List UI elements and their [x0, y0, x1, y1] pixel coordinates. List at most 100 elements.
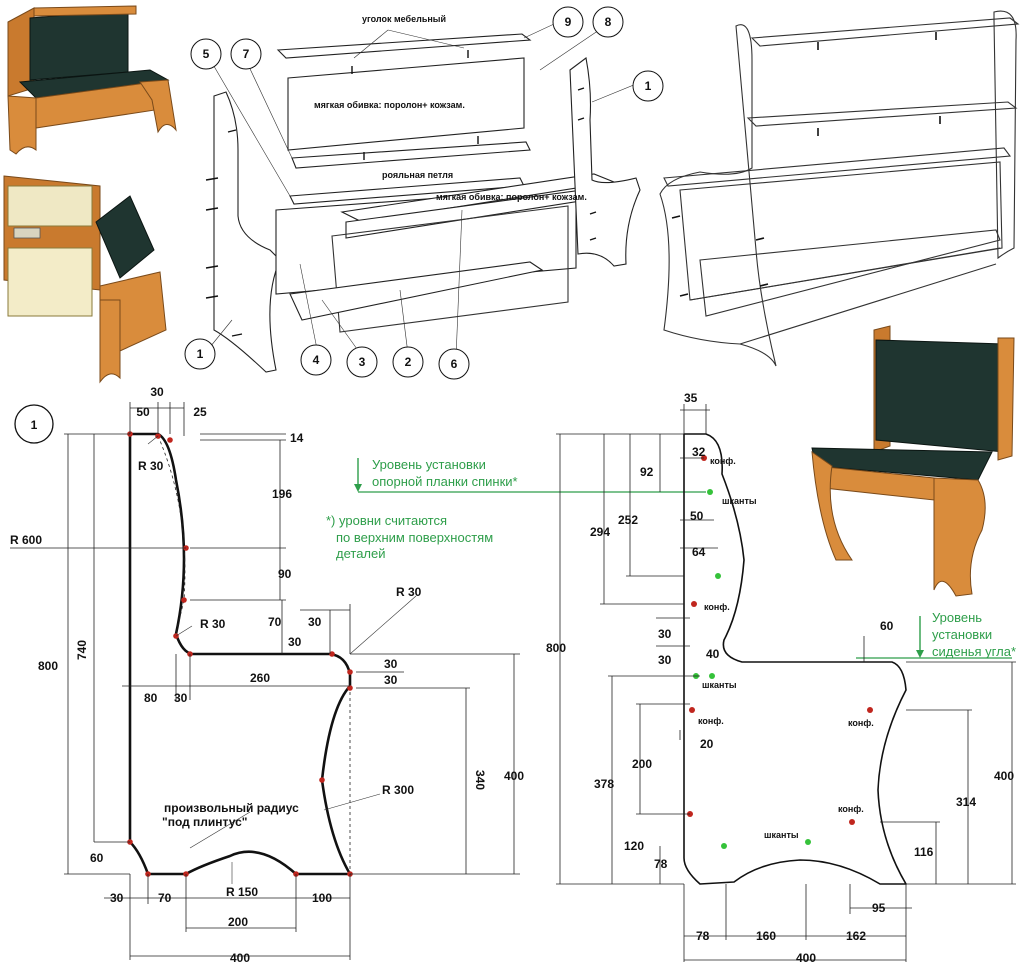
exploded-view: 9 8 1 5 7 1 4 3 — [184, 6, 664, 380]
part2-label-shkanty-2: шканты — [702, 680, 737, 690]
part2-dim-162: 162 — [846, 929, 866, 943]
part2-dim-314: 314 — [956, 795, 976, 809]
note-seat-level-1: Уровень — [932, 610, 982, 625]
part1-dim-30-b: 30 — [288, 635, 302, 649]
part2-side-drawing: 35 32 92 294 252 50 64 800 30 30 40 20 3… — [546, 391, 1016, 964]
part1-side-drawing: 1 — [10, 385, 524, 964]
part2-dim-378: 378 — [594, 777, 614, 791]
svg-text:4: 4 — [313, 353, 320, 367]
part2-dim-800: 800 — [546, 641, 566, 655]
note-levels-3: деталей — [336, 546, 386, 561]
part1-r300: R 300 — [382, 783, 414, 797]
note-back-level-2: опорной планки спинки* — [372, 474, 518, 489]
part1-r30-b: R 30 — [200, 617, 226, 631]
svg-text:7: 7 — [243, 47, 250, 61]
part1-number-badge: 1 — [14, 404, 54, 444]
part2-dim-252: 252 — [618, 513, 638, 527]
part2-dim-30-b: 30 — [658, 653, 672, 667]
svg-text:1: 1 — [31, 418, 38, 432]
svg-text:5: 5 — [203, 47, 210, 61]
callout-1-bottom: 1 — [184, 338, 216, 370]
part1-r30-c: R 30 — [396, 585, 422, 599]
notes-block: Уровень установки опорной планки спинки*… — [326, 457, 1016, 659]
part1-dim-30-c: 30 — [384, 657, 398, 671]
part2-dim-50: 50 — [690, 509, 704, 523]
part2-dim-200: 200 — [632, 757, 652, 771]
part2-label-konf-3: конф. — [698, 716, 724, 726]
note-levels-1: *) уровни считаются — [326, 513, 447, 528]
part2-label-konf-2: конф. — [704, 602, 730, 612]
part1-dim-196: 196 — [272, 487, 292, 501]
part2-dim-35: 35 — [684, 391, 698, 405]
part1-dim-60: 60 — [90, 851, 104, 865]
part2-label-konf-1: конф. — [710, 456, 736, 466]
part1-dim-800: 800 — [38, 659, 58, 673]
bench-photo-open — [3, 175, 167, 384]
svg-text:2: 2 — [405, 355, 412, 369]
part1-dim-200: 200 — [228, 915, 248, 929]
part2-dim-40: 40 — [706, 647, 720, 661]
part1-dim-100: 100 — [312, 891, 332, 905]
callout-8: 8 — [592, 6, 624, 38]
part1-dim-50: 50 — [136, 405, 150, 419]
part2-dim-95: 95 — [872, 901, 886, 915]
bench-photo-closed — [7, 5, 177, 155]
part2-label-konf-5: конф. — [838, 804, 864, 814]
callout-1-top: 1 — [632, 70, 664, 102]
part2-dim-120: 120 — [624, 839, 644, 853]
part1-label-under-plinth: "под плинтус" — [162, 815, 247, 829]
part2-dim-400h: 400 — [796, 951, 816, 964]
part1-dim-30: 30 — [150, 385, 164, 399]
part1-r150: R 150 — [226, 885, 258, 899]
callout-2: 2 — [392, 346, 424, 378]
callout-9: 9 — [552, 6, 584, 38]
callout-6: 6 — [438, 348, 470, 380]
part2-label-shkanty-3: шканты — [764, 830, 799, 840]
part1-dim-25: 25 — [193, 405, 207, 419]
label-piano-hinge: рояльная петля — [382, 170, 453, 180]
callout-7: 7 — [230, 38, 262, 70]
part1-dim-70-b: 70 — [158, 891, 172, 905]
part2-dim-92: 92 — [640, 465, 654, 479]
part2-dim-78v: 78 — [654, 857, 668, 871]
svg-text:3: 3 — [359, 355, 366, 369]
label-upholstery-back: мягкая обивка: поролон+ кожзам. — [314, 100, 465, 110]
part2-dim-30-a: 30 — [658, 627, 672, 641]
part1-r30-a: R 30 — [138, 459, 164, 473]
note-back-level-1: Уровень установки — [372, 457, 486, 472]
part1-dim-70: 70 — [268, 615, 282, 629]
part2-dim-294: 294 — [590, 525, 610, 539]
part1-dim-400v: 400 — [504, 769, 524, 783]
part1-dim-90: 90 — [278, 567, 292, 581]
part1-label-random-radius: произвольный радиус — [164, 801, 299, 815]
part1-dim-30-a: 30 — [308, 615, 322, 629]
svg-text:9: 9 — [565, 15, 572, 29]
svg-text:1: 1 — [645, 79, 652, 93]
part1-dim-400h: 400 — [230, 951, 250, 964]
note-seat-level-2: установки — [932, 627, 992, 642]
part1-dim-14: 14 — [290, 431, 304, 445]
part2-dim-20: 20 — [700, 737, 714, 751]
part1-dim-740: 740 — [75, 640, 89, 660]
part2-label-konf-4: конф. — [848, 718, 874, 728]
part2-dim-160: 160 — [756, 929, 776, 943]
note-seat-level-3: сиденья угла* — [932, 644, 1016, 659]
part2-dim-64: 64 — [692, 545, 706, 559]
svg-text:1: 1 — [197, 347, 204, 361]
callout-5: 5 — [190, 38, 222, 70]
part1-dim-340: 340 — [473, 770, 487, 790]
part1-dim-260: 260 — [250, 671, 270, 685]
part1-dim-30-d: 30 — [384, 673, 398, 687]
part1-dim-80: 80 — [144, 691, 158, 705]
part2-dim-116: 116 — [914, 845, 934, 859]
label-furniture-corner: уголок мебельный — [362, 14, 446, 24]
svg-text:6: 6 — [451, 357, 458, 371]
part2-label-shkanty-1: шканты — [722, 496, 757, 506]
wireframe-assembly — [659, 10, 1020, 367]
part1-dim-30-e: 30 — [174, 691, 188, 705]
part1-dim-30-f: 30 — [110, 891, 124, 905]
part2-dim-32: 32 — [692, 445, 706, 459]
callout-3: 3 — [346, 346, 378, 378]
part2-dim-78: 78 — [696, 929, 710, 943]
